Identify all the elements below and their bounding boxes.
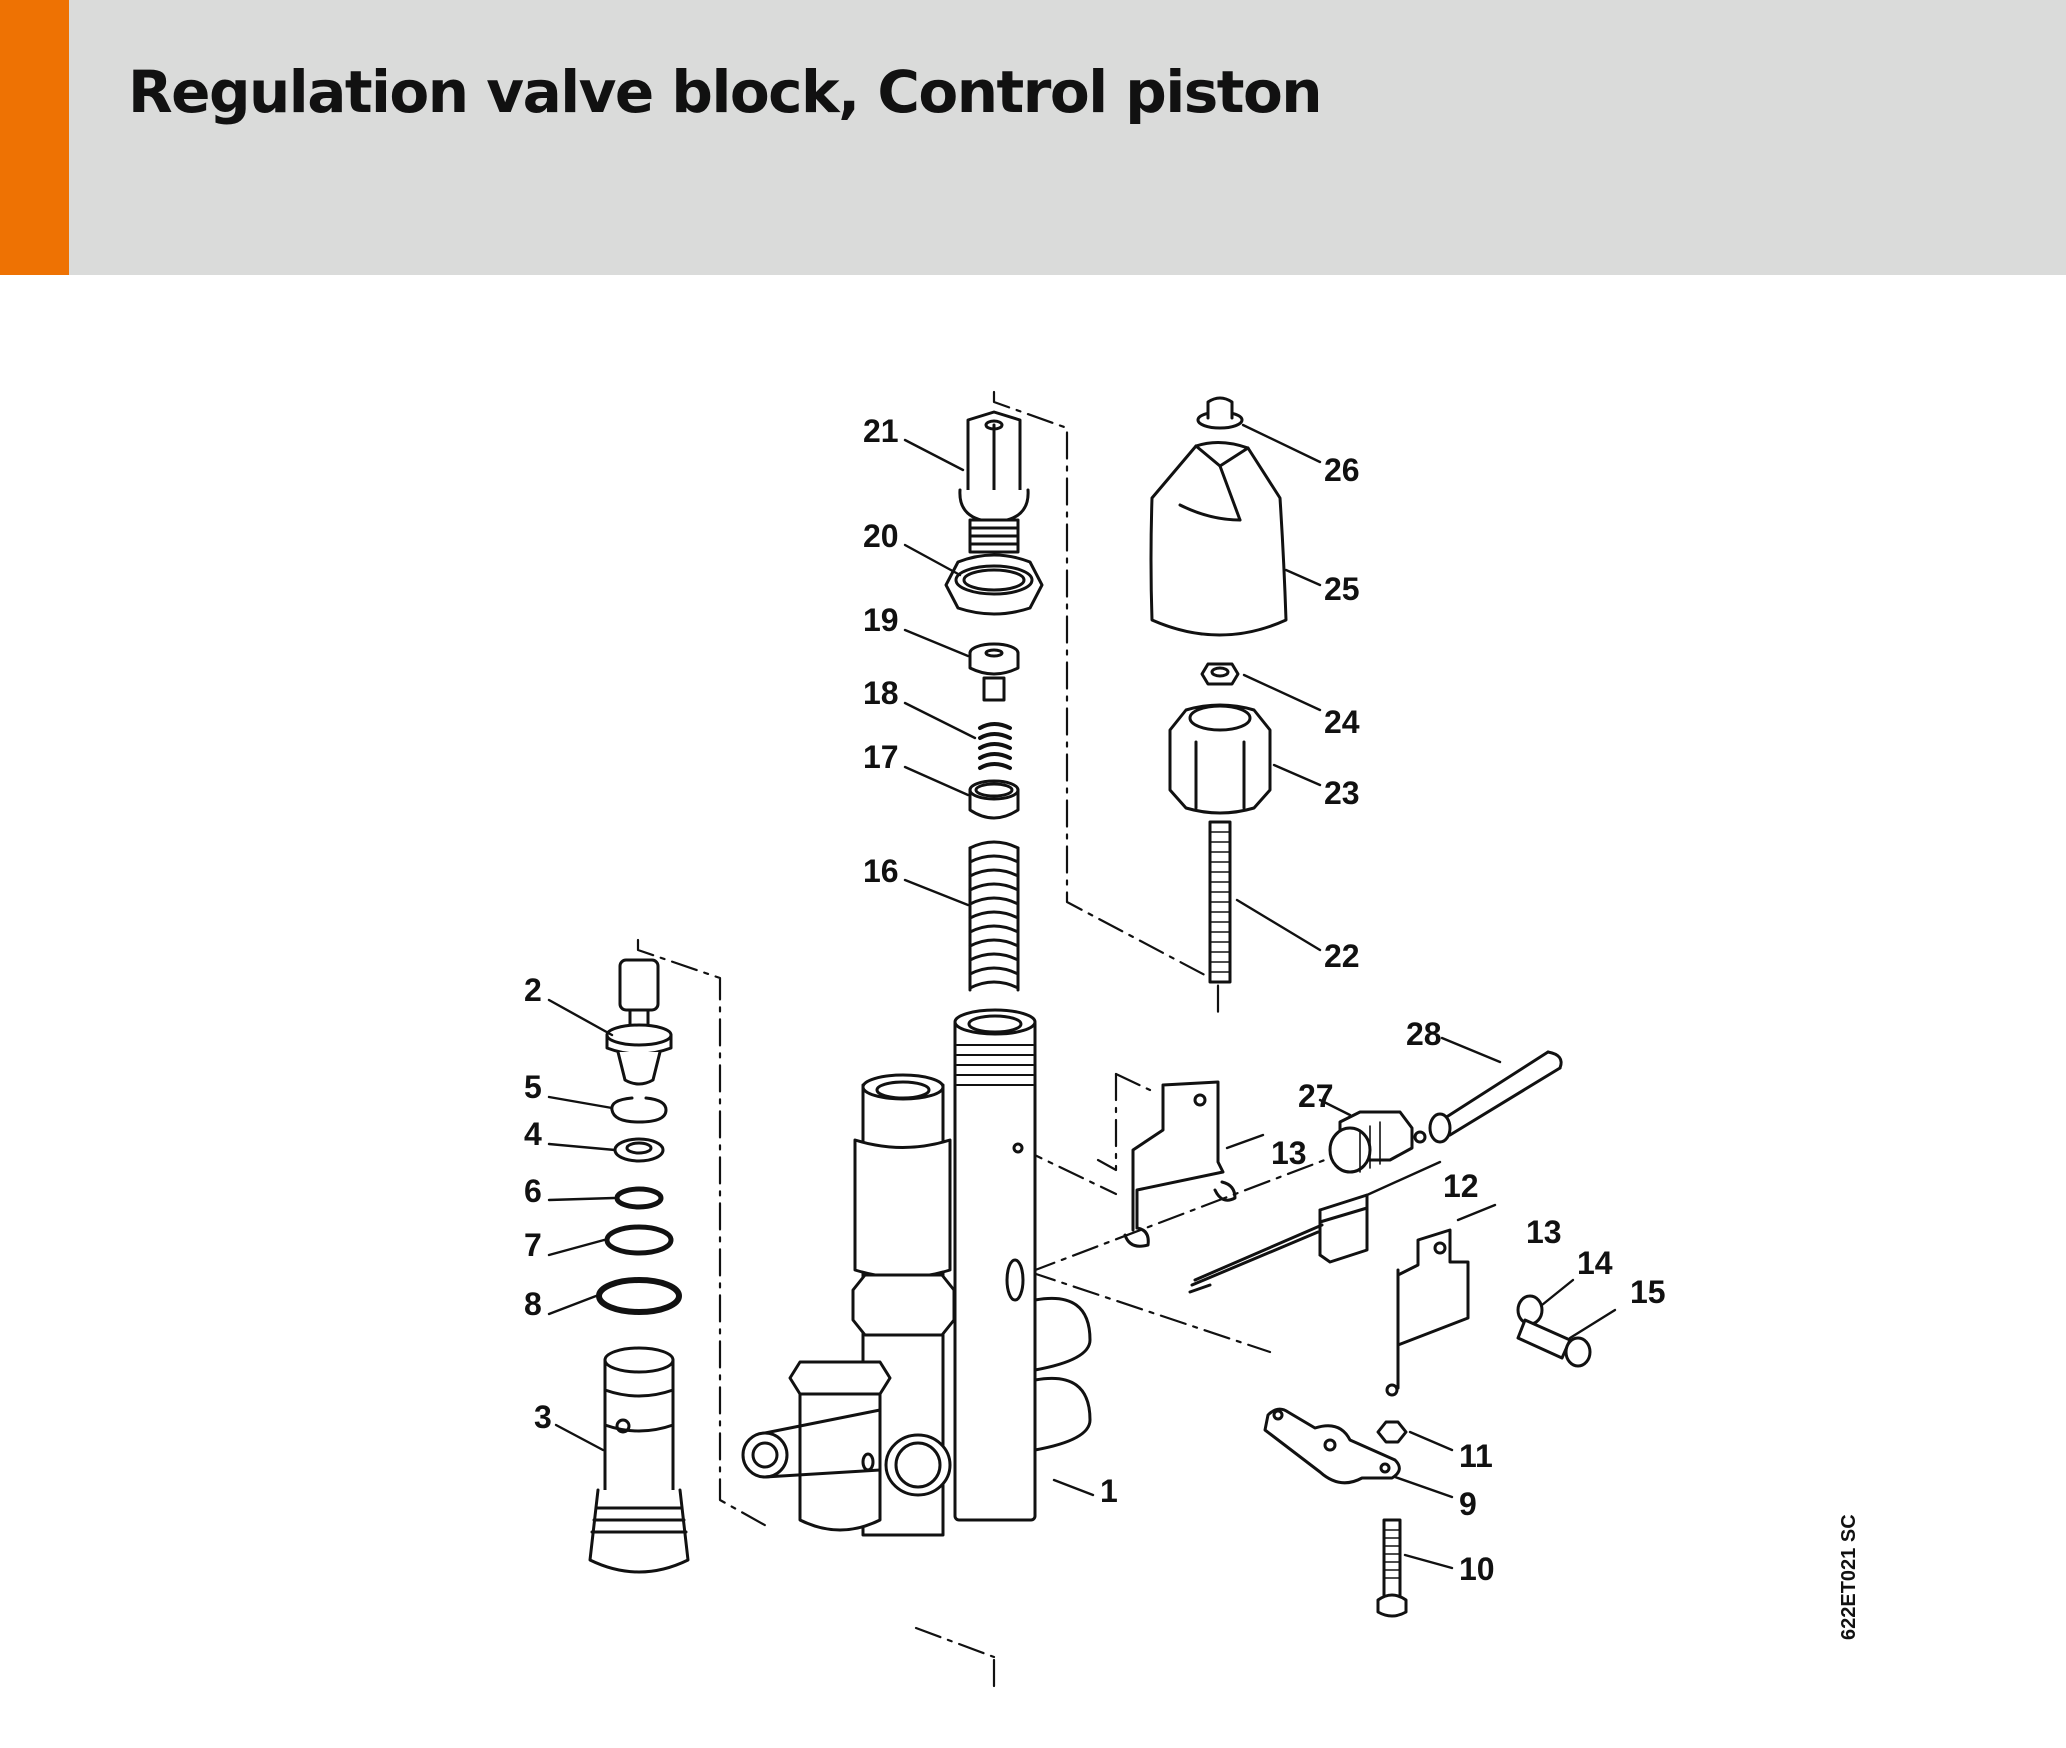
callout-28: 28 (1406, 1016, 1442, 1052)
part-12-micro-switch[interactable] (1188, 1193, 1369, 1294)
part-19-control-piston[interactable] (968, 642, 1020, 702)
part-11-nut[interactable] (1376, 1420, 1408, 1444)
diagram-reference-code: 622ET021 SC (1838, 1514, 1860, 1640)
part-13-bracket-upper[interactable] (1123, 1080, 1237, 1248)
part-23-hex-cap-nut[interactable] (1168, 703, 1272, 815)
callout-7: 7 (524, 1227, 542, 1263)
part-24-small-nut[interactable] (1200, 662, 1240, 686)
accent-bar (0, 0, 69, 275)
part-8-o-ring[interactable] (596, 1277, 682, 1315)
callout-11: 11 (1459, 1438, 1493, 1474)
callout-19: 19 (863, 602, 899, 638)
callout-12: 12 (1443, 1168, 1479, 1204)
part-18-small-spring[interactable] (978, 722, 1012, 770)
callout-labels: 21 20 19 18 17 16 26 25 24 23 22 2 5 4 6… (524, 413, 1666, 1587)
callout-14: 14 (1577, 1245, 1613, 1281)
callout-22: 22 (1324, 938, 1360, 974)
part-9-lever-plate[interactable] (1263, 1407, 1401, 1485)
callout-9: 9 (1459, 1486, 1477, 1522)
callout-15: 15 (1630, 1274, 1666, 1310)
part-17-spring-cup[interactable] (968, 779, 1020, 820)
callout-5: 5 (524, 1069, 542, 1105)
page-header: Regulation valve block, Control piston (0, 0, 2066, 275)
part-4-washer[interactable] (613, 1137, 665, 1163)
callout-13-upper: 13 (1271, 1135, 1307, 1171)
part-22-threaded-rod[interactable] (1208, 820, 1232, 984)
callout-21: 21 (863, 413, 899, 449)
callout-2: 2 (524, 972, 542, 1008)
callout-3: 3 (534, 1399, 552, 1435)
part-20-hex-ring-nut[interactable] (944, 553, 1044, 616)
part-14-lock-washer[interactable] (1516, 1294, 1544, 1326)
callout-16: 16 (863, 853, 899, 889)
callout-25: 25 (1324, 571, 1360, 607)
part-25-pressure-knob[interactable] (1149, 441, 1288, 637)
part-26-cap[interactable] (1196, 396, 1244, 430)
page-title: Regulation valve block, Control piston (128, 58, 1323, 126)
leader-lines (547, 423, 1617, 1570)
part-16-large-spring[interactable] (968, 840, 1020, 992)
callout-24: 24 (1324, 704, 1360, 740)
callout-13-lower: 13 (1526, 1214, 1562, 1250)
callout-26: 26 (1324, 452, 1360, 488)
part-28-hose[interactable] (1428, 1050, 1563, 1144)
part-2-valve-insert[interactable] (605, 958, 673, 1086)
part-5-snap-ring[interactable] (610, 1096, 668, 1124)
callout-18: 18 (863, 675, 899, 711)
callout-23: 23 (1324, 775, 1360, 811)
part-7-o-ring[interactable] (604, 1224, 674, 1256)
callout-1: 1 (1100, 1473, 1118, 1509)
callout-6: 6 (524, 1173, 542, 1209)
part-1-valve-block-body[interactable] (741, 1008, 1092, 1537)
part-21-adjusting-screw[interactable] (958, 410, 1030, 554)
callout-27: 27 (1298, 1078, 1334, 1114)
callout-10: 10 (1459, 1551, 1495, 1587)
part-15-slotted-screw[interactable] (1516, 1318, 1592, 1368)
callout-4: 4 (524, 1116, 542, 1152)
callout-17: 17 (863, 739, 899, 775)
part-6-o-ring[interactable] (614, 1186, 664, 1210)
part-13-bracket-lower[interactable] (1385, 1228, 1470, 1397)
part-10-screw[interactable] (1376, 1518, 1408, 1618)
part-3-valve-seat-plug[interactable] (588, 1346, 690, 1574)
callout-20: 20 (863, 518, 899, 554)
part-27-fitting[interactable] (1328, 1110, 1427, 1174)
callout-8: 8 (524, 1286, 542, 1322)
